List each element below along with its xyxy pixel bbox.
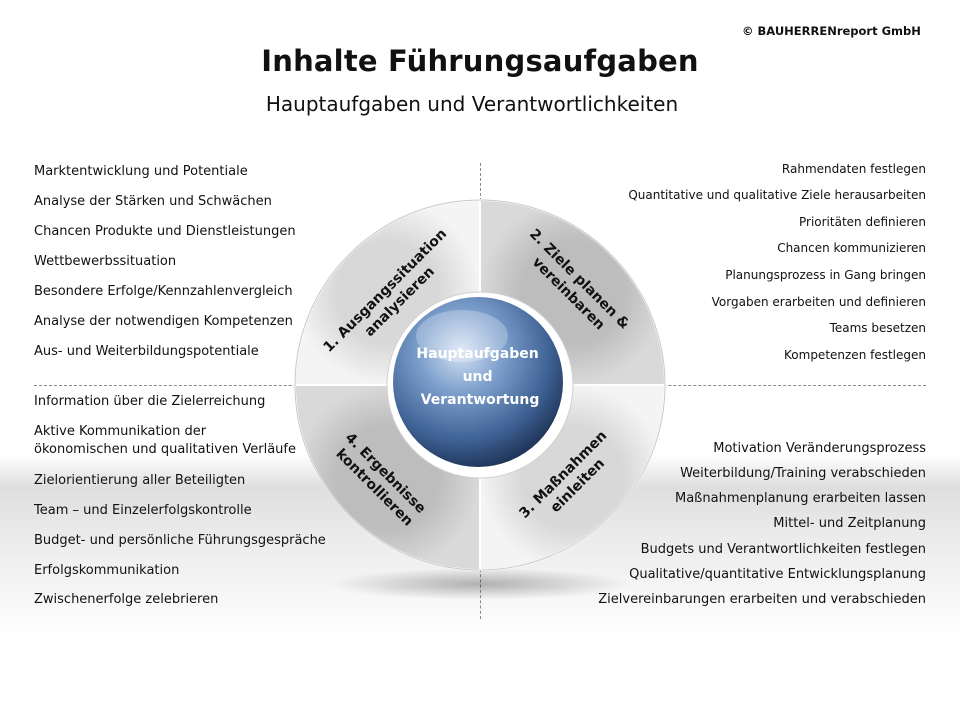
list-item: Budget- und persönliche Führungsgespräch… bbox=[34, 533, 326, 548]
list-item: Planungsprozess in Gang bringen bbox=[725, 268, 926, 282]
list-item: Kompetenzen festlegen bbox=[784, 348, 926, 362]
list-item: Mittel- und Zeitplanung bbox=[773, 516, 926, 531]
list-item: Teams besetzen bbox=[829, 321, 926, 335]
list-item: Vorgaben erarbeiten und definieren bbox=[711, 295, 926, 309]
vertical-divider-top bbox=[480, 163, 481, 201]
center-label: Hauptaufgaben und Verantwortung bbox=[416, 346, 543, 408]
list-item: Aktive Kommunikation der bbox=[34, 424, 207, 439]
list-item: Team – und Einzelerfolgskontrolle bbox=[34, 503, 252, 518]
list-item: ökonomischen und qualitativen Verläufe bbox=[34, 442, 296, 457]
list-item: Maßnahmenplanung erarbeiten lassen bbox=[675, 491, 926, 506]
list-item: Zielorientierung aller Beteiligten bbox=[34, 473, 246, 488]
list-item: Chancen kommunizieren bbox=[777, 241, 926, 255]
center-sphere bbox=[393, 297, 563, 467]
list-item: Chancen Produkte und Dienstleistungen bbox=[34, 224, 296, 239]
ring-outline bbox=[294, 199, 666, 571]
diagram-shadow bbox=[330, 568, 630, 600]
list-item: Erfolgskommunikation bbox=[34, 563, 180, 578]
list-item: Quantitative und qualitative Ziele herau… bbox=[628, 188, 926, 202]
list-item: Marktentwicklung und Potentiale bbox=[34, 164, 248, 179]
list-item: Analyse der Stärken und Schwächen bbox=[34, 194, 272, 209]
list-item: Aus- und Weiterbildungspotentiale bbox=[34, 344, 259, 359]
list-item: Rahmendaten festlegen bbox=[781, 162, 926, 176]
list-item: Zwischenerfolge zelebrieren bbox=[34, 592, 219, 607]
list-item: Weiterbildung/Training verabschieden bbox=[680, 466, 926, 481]
list-item: Budgets und Verantwortlichkeiten festleg… bbox=[640, 542, 926, 557]
sphere-highlight bbox=[416, 310, 508, 362]
list-item: Motivation Veränderungsprozess bbox=[713, 441, 926, 456]
list-item: Prioritäten definieren bbox=[798, 215, 926, 229]
list-item: Information über die Zielerreichung bbox=[34, 394, 266, 409]
list-item: Zielvereinbarungen erarbeiten und verabs… bbox=[598, 592, 926, 607]
list-item: Analyse der notwendigen Kompetenzen bbox=[34, 314, 293, 329]
list-item: Qualitative/quantitative Entwicklungspla… bbox=[629, 567, 926, 582]
list-item: Besondere Erfolge/Kennzahlenvergleich bbox=[34, 284, 293, 299]
list-item: Wettbewerbssituation bbox=[34, 254, 177, 269]
copyright-notice: © BAUHERRENreport GmbH bbox=[742, 24, 921, 38]
page-title: Inhalte Führungsaufgaben bbox=[261, 44, 699, 78]
page-subtitle: Hauptaufgaben und Verantwortlichkeiten bbox=[265, 92, 679, 116]
